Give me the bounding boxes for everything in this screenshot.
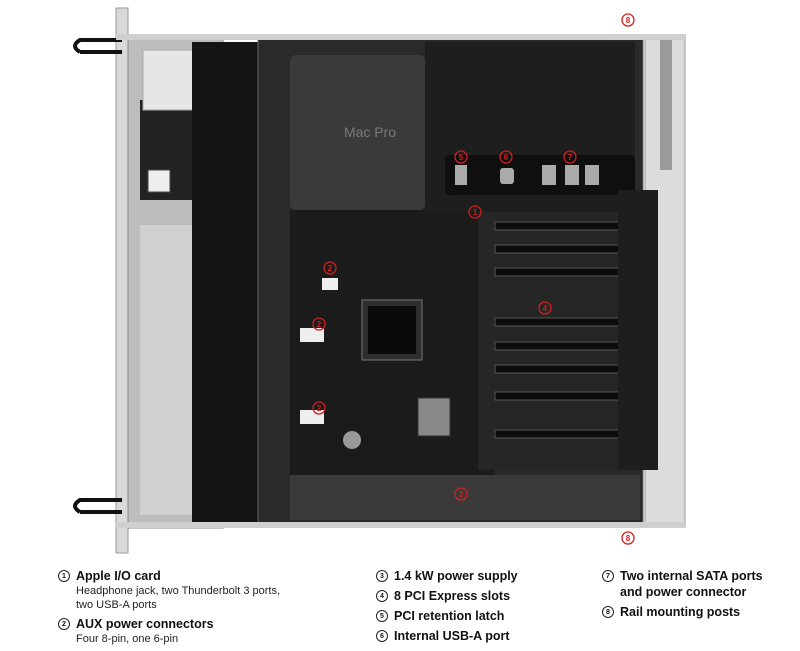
legend-title: Two internal SATA ports (620, 569, 763, 583)
callout-num-3: 3 (459, 490, 464, 499)
callout-layer (312, 13, 635, 545)
legend-number-icon: 5 (376, 610, 388, 622)
small-connector-chip (147, 169, 171, 193)
legend-column-1: 1 Apple I/O card Headphone jack, two Thu… (58, 568, 318, 650)
legend-number-icon: 1 (58, 570, 70, 582)
callout-8-top (621, 13, 635, 27)
fan-assembly (192, 42, 262, 522)
usb-a-port-2 (542, 165, 556, 185)
aux-power-connector (300, 328, 324, 342)
legend-number-icon: 7 (602, 570, 614, 582)
pci-slot (494, 391, 626, 401)
callout-numbers: 8 5 6 7 1 2 4 2 2 3 8 (317, 16, 631, 543)
callout-2-c (312, 401, 326, 415)
callout-2-a (323, 261, 337, 275)
callout-7 (563, 150, 577, 164)
legend-number-icon: 2 (58, 618, 70, 630)
legend-item-3: 3 1.4 kW power supply (376, 568, 596, 584)
left-chassis-wall (115, 7, 129, 554)
callout-5 (454, 150, 468, 164)
right-chassis-inner (618, 190, 658, 470)
power-supply-top (290, 55, 425, 210)
thunderbolt-port (500, 168, 514, 184)
callout-num-2-c: 2 (317, 404, 322, 413)
legend-text: Apple I/O card Headphone jack, two Thund… (76, 568, 280, 612)
legend-title: Internal USB-A port (394, 629, 510, 643)
legend-desc: Four 8-pin, one 6-pin (76, 633, 179, 645)
apple-io-card (445, 155, 635, 195)
legend-item-5: 5 PCI retention latch (376, 608, 596, 624)
legend-title: Apple I/O card (76, 569, 161, 583)
callout-4 (538, 301, 552, 315)
legend-item-7: 7 Two internal SATA ports and power conn… (602, 568, 792, 600)
pci-slot (494, 341, 626, 351)
callout-num-8-top: 8 (626, 16, 631, 25)
legend-desc: Headphone jack, two Thunderbolt 3 ports, (76, 585, 281, 597)
legend-text: AUX power connectors Four 8-pin, one 6-p… (76, 616, 214, 646)
callout-num-4: 4 (543, 304, 548, 313)
callout-num-2-b: 2 (317, 320, 322, 329)
legend-title: 1.4 kW power supply (394, 569, 518, 583)
callout-1 (468, 205, 482, 219)
pci-slot (494, 429, 626, 439)
legend-number-icon: 6 (376, 630, 388, 642)
legend-number-icon: 3 (376, 570, 388, 582)
legend-item-8: 8 Rail mounting posts (602, 604, 792, 620)
legend-item-2: 2 AUX power connectors Four 8-pin, one 6… (58, 616, 318, 646)
gpu-chip (417, 397, 451, 437)
battery (343, 431, 361, 449)
top-left-handle (73, 38, 122, 54)
callout-6 (499, 150, 513, 164)
callout-2-b (312, 317, 326, 331)
cpu-chip (368, 306, 416, 354)
legend-column-2: 3 1.4 kW power supply 4 8 PCI Express sl… (376, 568, 596, 648)
legend-title: Rail mounting posts (620, 605, 741, 619)
legend-title-line2: and power connector (620, 585, 747, 599)
legend-column-3: 7 Two internal SATA ports and power conn… (602, 568, 792, 624)
usb-a-port-3 (565, 165, 579, 185)
legend-desc: two USB-A ports (76, 599, 157, 611)
callout-3 (454, 487, 468, 501)
bottom-left-handle (73, 498, 122, 514)
mac-pro-internal-diagram: Mac Pro (73, 7, 686, 554)
bottom-chassis-edge (116, 522, 686, 528)
legend-item-1: 1 Apple I/O card Headphone jack, two Thu… (58, 568, 318, 612)
mac-pro-label: Mac Pro (344, 124, 396, 140)
callout-num-1: 1 (473, 208, 478, 217)
right-chassis-bar (660, 40, 672, 170)
pci-slot (494, 244, 626, 254)
legend-number-icon: 8 (602, 606, 614, 618)
legend-item-6: 6 Internal USB-A port (376, 628, 596, 644)
usb-a-port (455, 165, 467, 185)
callout-num-5: 5 (459, 153, 464, 162)
top-chassis-edge (116, 34, 686, 40)
legend-title: 8 PCI Express slots (394, 589, 511, 603)
callout-num-7: 7 (568, 153, 573, 162)
callout-num-2-a: 2 (328, 264, 333, 273)
callout-8-bottom (621, 531, 635, 545)
pci-slot (494, 267, 626, 277)
aux-power-connector (322, 278, 338, 290)
power-supply-bottom (290, 475, 640, 520)
legend-number-icon: 4 (376, 590, 388, 602)
callout-num-8-bottom: 8 (626, 534, 631, 543)
legend-item-4: 4 8 PCI Express slots (376, 588, 596, 604)
callout-num-6: 6 (504, 153, 509, 162)
pci-slot (494, 221, 626, 231)
legend-title: PCI retention latch (394, 609, 505, 623)
headphone-jack (585, 165, 599, 185)
legend-text: Two internal SATA ports and power connec… (620, 568, 763, 600)
pci-slot (494, 364, 626, 374)
legend-title: AUX power connectors (76, 617, 214, 631)
pci-slot (494, 317, 626, 327)
